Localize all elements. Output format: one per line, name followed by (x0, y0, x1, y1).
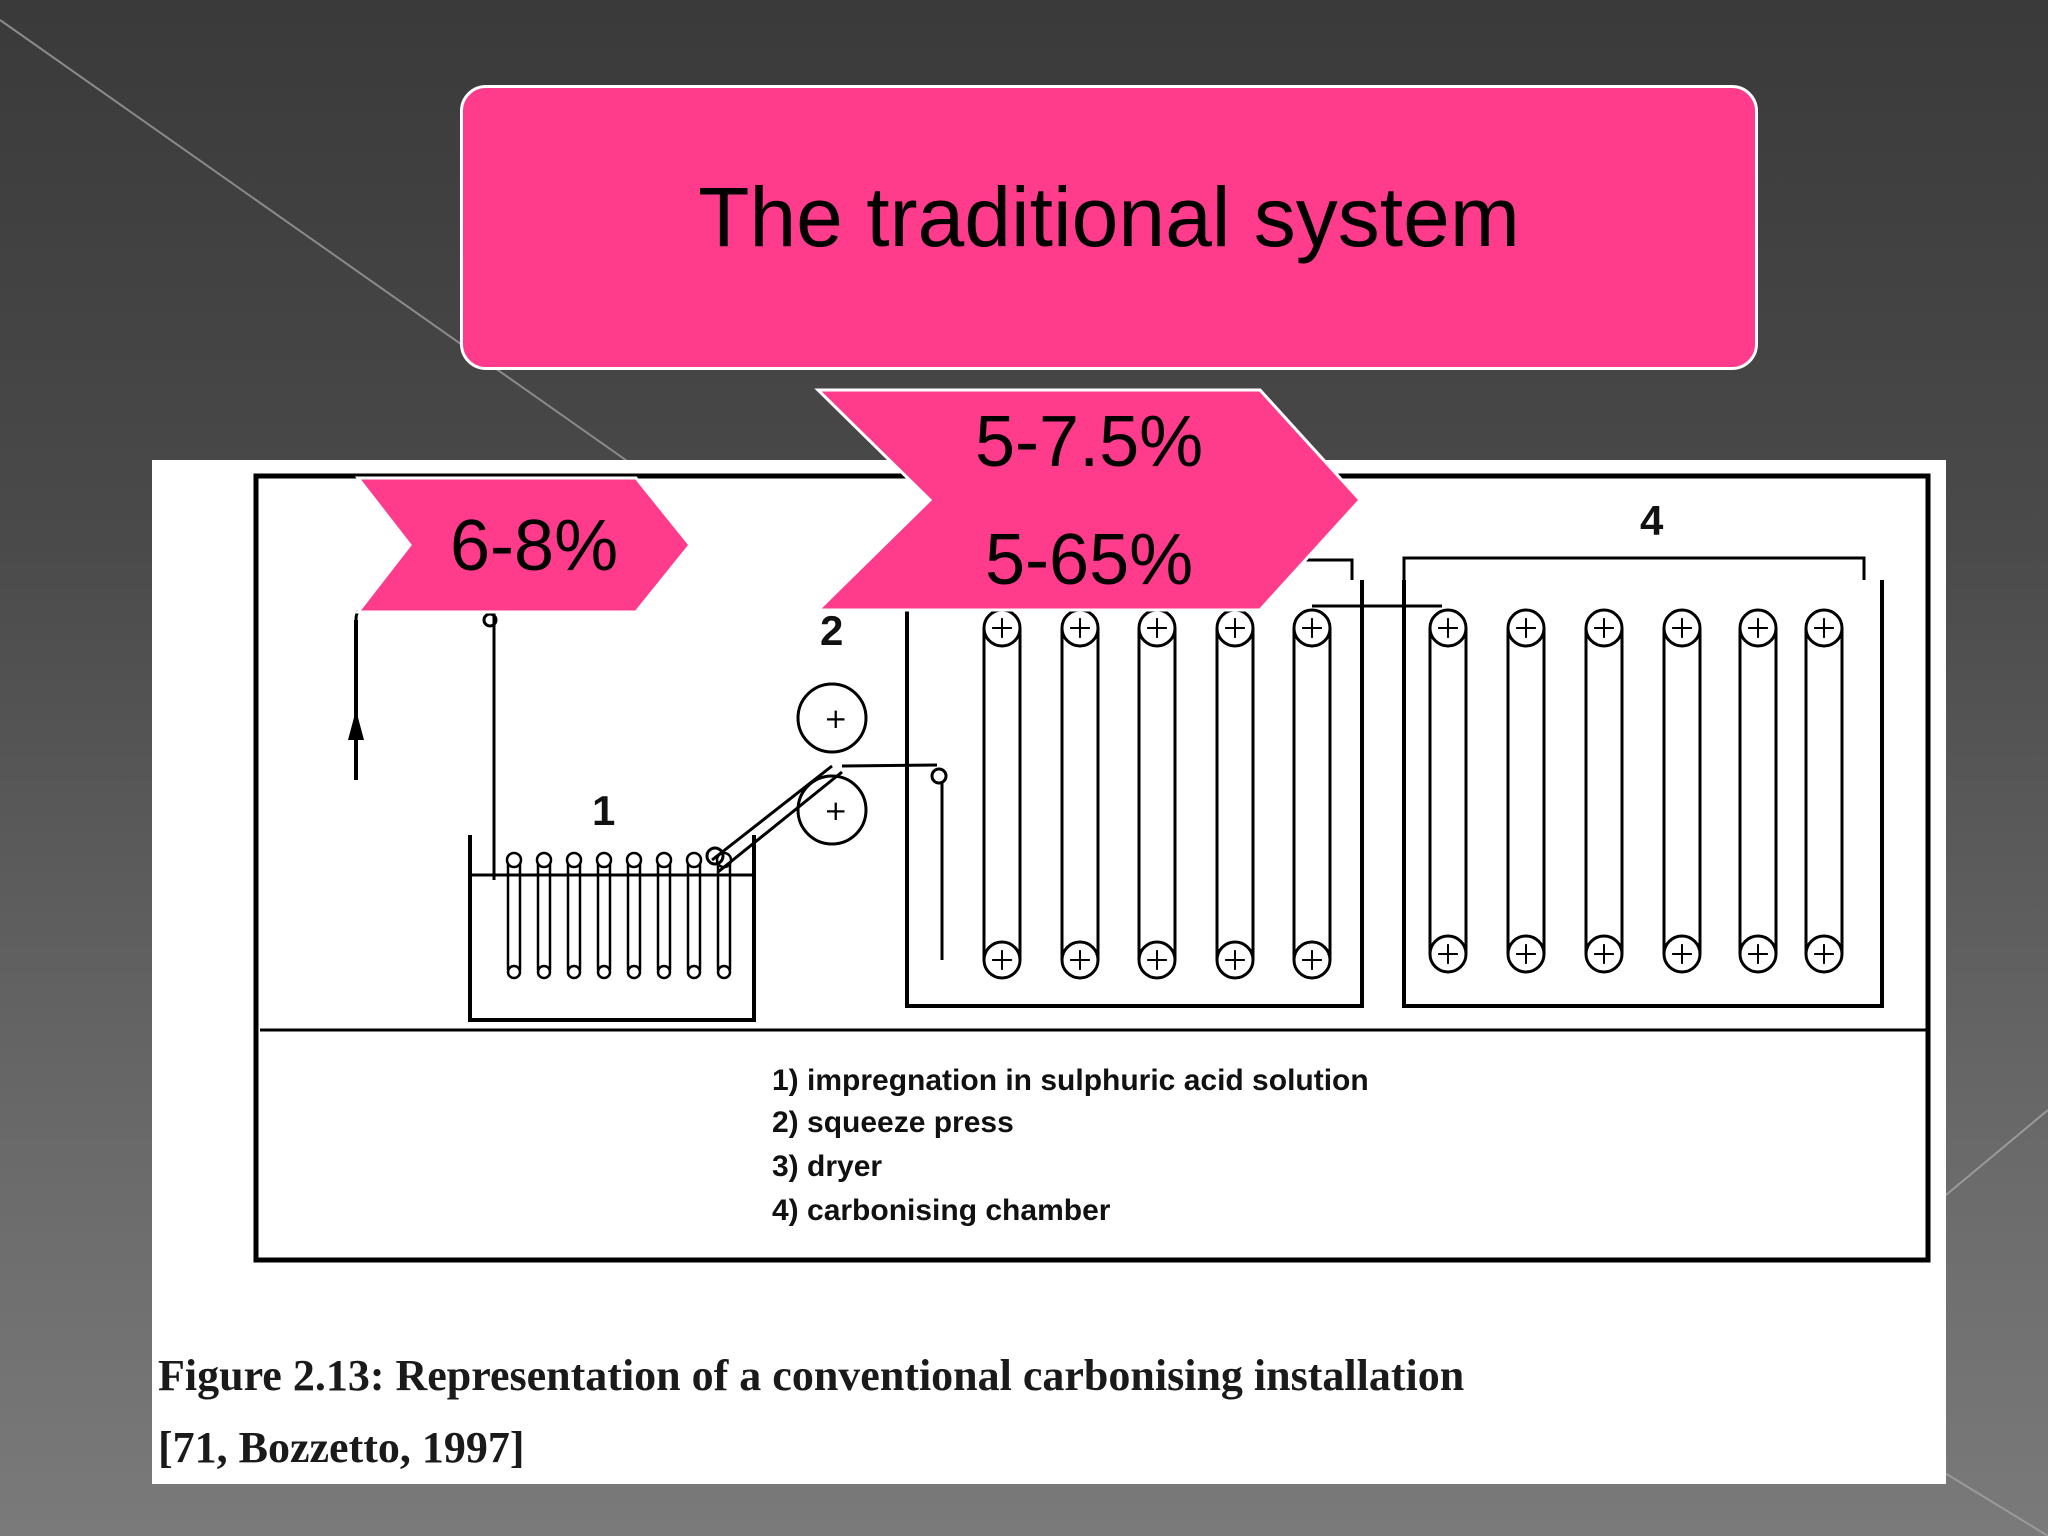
step-number-4: 4 (1640, 497, 1664, 544)
carbonising-chamber (1312, 556, 1884, 1008)
step-number-1: 1 (592, 787, 615, 834)
caption-line-2: [71, Bozzetto, 1997] (158, 1423, 525, 1472)
squeeze-press: + + (705, 682, 948, 874)
title-box: The traditional system (460, 85, 1758, 370)
carbonising-diagram: 1 + + 2 4 (253, 473, 1931, 1263)
legend-item-1: 1) impregnation in sulphuric acid soluti… (772, 1064, 1369, 1097)
figure-panel: 1 + + 2 4 (152, 460, 1946, 1484)
caption-line-1: Figure 2.13: Representation of a convent… (158, 1351, 1465, 1400)
legend-item-3: 3) dryer (772, 1150, 882, 1183)
legend-item-4: 4) carbonising chamber (772, 1194, 1111, 1227)
svg-text:+: + (824, 702, 847, 735)
figure-caption: Figure 2.13: Representation of a convent… (158, 1340, 1464, 1484)
svg-text:+: + (824, 794, 847, 827)
feed-arrow-icon (348, 608, 364, 780)
step-number-2: 2 (820, 607, 843, 654)
slide-title: The traditional system (698, 170, 1520, 264)
impregnation-tank (468, 835, 756, 1022)
dryer-chamber (905, 558, 1364, 1008)
legend-item-2: 2) squeeze press (772, 1106, 1014, 1139)
